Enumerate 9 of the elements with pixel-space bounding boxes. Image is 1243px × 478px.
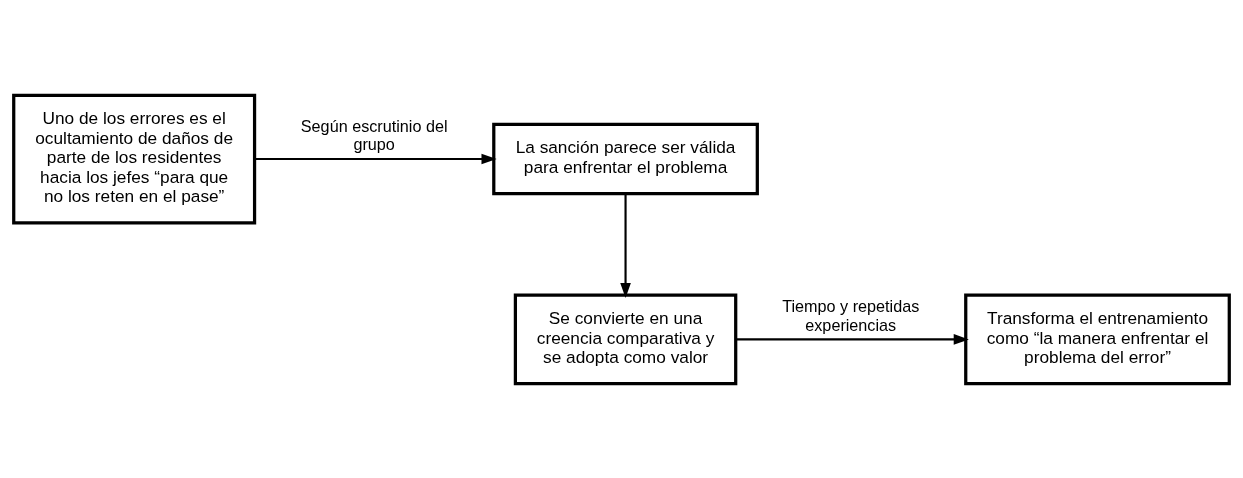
node-box: Se convierte en una creencia comparativa y se adopta como valor xyxy=(513,293,738,385)
node-box: La sanción parece ser válida para enfrentar el problema xyxy=(492,122,759,195)
node-box: Transforma el entrenamiento como “la manera enfrentar el problema del error” xyxy=(964,293,1231,385)
node-box: Uno de los errores es el ocultamiento de daños de parte de los residentes hacia los jefes “para que no los reten en el pase” xyxy=(12,93,257,224)
edge-label: Tiempo y repetidas experiencias xyxy=(782,296,920,334)
edge-label: Según escrutinio del grupo xyxy=(300,116,448,153)
arrow xyxy=(254,153,497,164)
arrow xyxy=(735,333,969,345)
arrow xyxy=(620,193,631,298)
